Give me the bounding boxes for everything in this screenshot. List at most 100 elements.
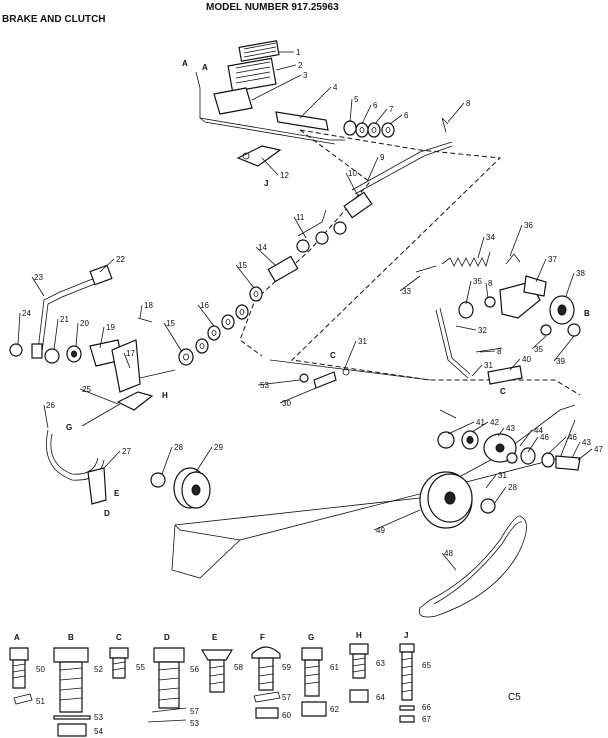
callout-c32: 32 — [478, 326, 487, 335]
bolt-H — [349, 643, 369, 703]
legend-letter-H: H — [356, 631, 362, 640]
leader-line — [389, 114, 403, 125]
brake-pedal-assembly — [195, 40, 345, 145]
legend-number: 53 — [94, 713, 103, 722]
bolt-C — [109, 647, 129, 679]
legend-letter-F: F — [260, 633, 265, 642]
callout-c41: 41 — [476, 418, 485, 427]
leader-line — [571, 441, 581, 459]
ref-letter-rH: H — [162, 391, 168, 400]
leader-line — [79, 388, 119, 405]
leader-line — [31, 276, 45, 297]
callout-c2: 2 — [298, 61, 303, 70]
leader-line — [447, 421, 475, 435]
leader-line — [553, 335, 575, 362]
callout-c23: 23 — [34, 273, 43, 282]
leader-line — [123, 352, 131, 369]
callout-c39: 39 — [556, 357, 565, 366]
legend-labels: A5051B525354C55D565753E58F595760G6162H63… — [14, 631, 431, 736]
leader-line — [493, 486, 507, 505]
leader-line — [455, 325, 477, 331]
legend-number: 57 — [282, 693, 291, 702]
callout-c46b: 46 — [568, 433, 577, 442]
leader-line — [53, 318, 59, 351]
spring-34 — [415, 251, 491, 273]
pivot-17-21 — [44, 317, 176, 393]
bracket-12 — [236, 145, 282, 167]
callout-c29: 29 — [214, 443, 223, 452]
legend-number: 56 — [190, 665, 199, 674]
callout-c4: 4 — [333, 83, 338, 92]
model-number: MODEL NUMBER 917.25963 — [206, 2, 339, 13]
legend-letter-C: C — [116, 633, 122, 642]
leader-line — [197, 304, 215, 327]
callout-c5: 5 — [354, 95, 359, 104]
leader-line — [535, 258, 547, 283]
legend-number: 62 — [330, 705, 339, 714]
legend-number: 58 — [234, 663, 243, 672]
leader-line — [374, 108, 388, 125]
leader-line — [485, 282, 489, 299]
ref-letter-rA2: A — [202, 63, 208, 72]
leader-line — [275, 64, 297, 71]
legend-number: 64 — [376, 693, 385, 702]
legend-number: 63 — [376, 659, 385, 668]
callout-c15: 15 — [238, 261, 247, 270]
leader-line — [299, 86, 332, 119]
callout-c26: 26 — [46, 401, 55, 410]
leader-line — [261, 157, 279, 176]
leader-line — [577, 448, 593, 461]
legend-letter-E: E — [212, 633, 218, 642]
callout-c8b: 8 — [488, 279, 493, 288]
leader-line — [361, 104, 372, 125]
frame-outline — [171, 129, 581, 579]
legend-number: 54 — [94, 727, 103, 736]
leader-line — [471, 364, 483, 377]
callout-c8c: 8 — [497, 347, 502, 356]
section-title: BRAKE AND CLUTCH — [2, 14, 106, 25]
callout-c16: 16 — [200, 301, 209, 310]
callout-c20: 20 — [80, 319, 89, 328]
callout-c9: 9 — [380, 153, 385, 162]
callout-c43: 43 — [506, 424, 515, 433]
rod-9-10 — [297, 141, 453, 237]
legend-number: 51 — [36, 697, 45, 706]
pulley-28-29 — [150, 467, 211, 509]
ref-letter-rE: E — [114, 489, 120, 498]
brake-band-25-27 — [46, 391, 154, 505]
callout-c17: 17 — [126, 349, 135, 358]
spacer-14-15 — [249, 255, 299, 302]
leader-line — [479, 350, 496, 353]
callout-c6: 6 — [373, 101, 378, 110]
bolt-A — [9, 647, 33, 705]
callout-c42: 42 — [490, 418, 499, 427]
callout-c12: 12 — [280, 171, 289, 180]
callout-c46: 46 — [540, 433, 549, 442]
callout-c40: 40 — [522, 355, 531, 364]
leader-line — [343, 340, 357, 371]
callout-c11: 11 — [296, 213, 305, 222]
callout-c7: 7 — [389, 105, 394, 114]
leader-line — [345, 172, 359, 197]
leader-line — [367, 156, 379, 181]
legend-number: 53 — [190, 719, 199, 728]
belt-48 — [418, 515, 527, 618]
callout-c1: 1 — [296, 48, 301, 57]
leader-line — [235, 264, 255, 289]
legend-number: 60 — [282, 711, 291, 720]
page-code: C5 — [508, 692, 521, 703]
legend-letter-A: A — [14, 633, 20, 642]
nuts-11 — [296, 221, 347, 253]
callout-c28: 28 — [174, 443, 183, 452]
callout-c34: 34 — [486, 233, 495, 242]
ref-letter-rG: G — [66, 423, 72, 432]
callout-c37: 37 — [548, 255, 557, 264]
leader-line — [441, 552, 457, 571]
callout-c49: 49 — [376, 526, 385, 535]
links-30-31 — [299, 368, 350, 389]
callout-c35: 35 — [473, 277, 482, 286]
leader-line — [399, 275, 421, 292]
ref-letter-rD: D — [104, 509, 110, 518]
